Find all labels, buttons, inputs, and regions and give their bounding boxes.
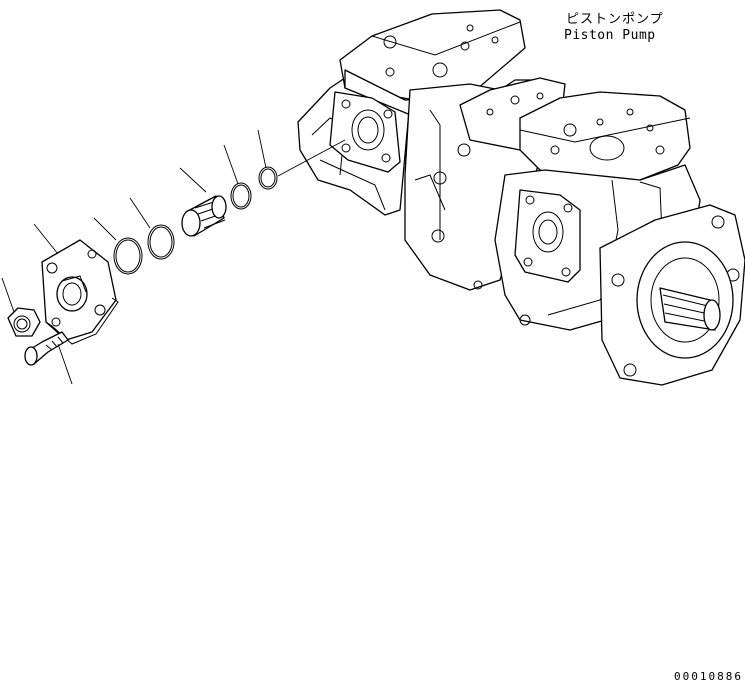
hex-nut bbox=[7, 307, 41, 337]
o-ring-small-2 bbox=[230, 182, 252, 210]
bolt bbox=[24, 331, 69, 366]
cover-plate bbox=[41, 239, 119, 345]
title-japanese: ピストンポンプ bbox=[566, 12, 664, 27]
o-ring-small-1 bbox=[258, 166, 278, 190]
figure-number: 00010886 bbox=[674, 670, 743, 683]
o-ring-large-1 bbox=[147, 224, 175, 260]
leader-lines bbox=[1, 129, 346, 385]
piston-pump-assembly bbox=[297, 9, 745, 386]
spacer-sleeve bbox=[181, 195, 227, 237]
o-ring-large-2 bbox=[113, 237, 143, 275]
title-english: Piston Pump bbox=[564, 28, 656, 43]
